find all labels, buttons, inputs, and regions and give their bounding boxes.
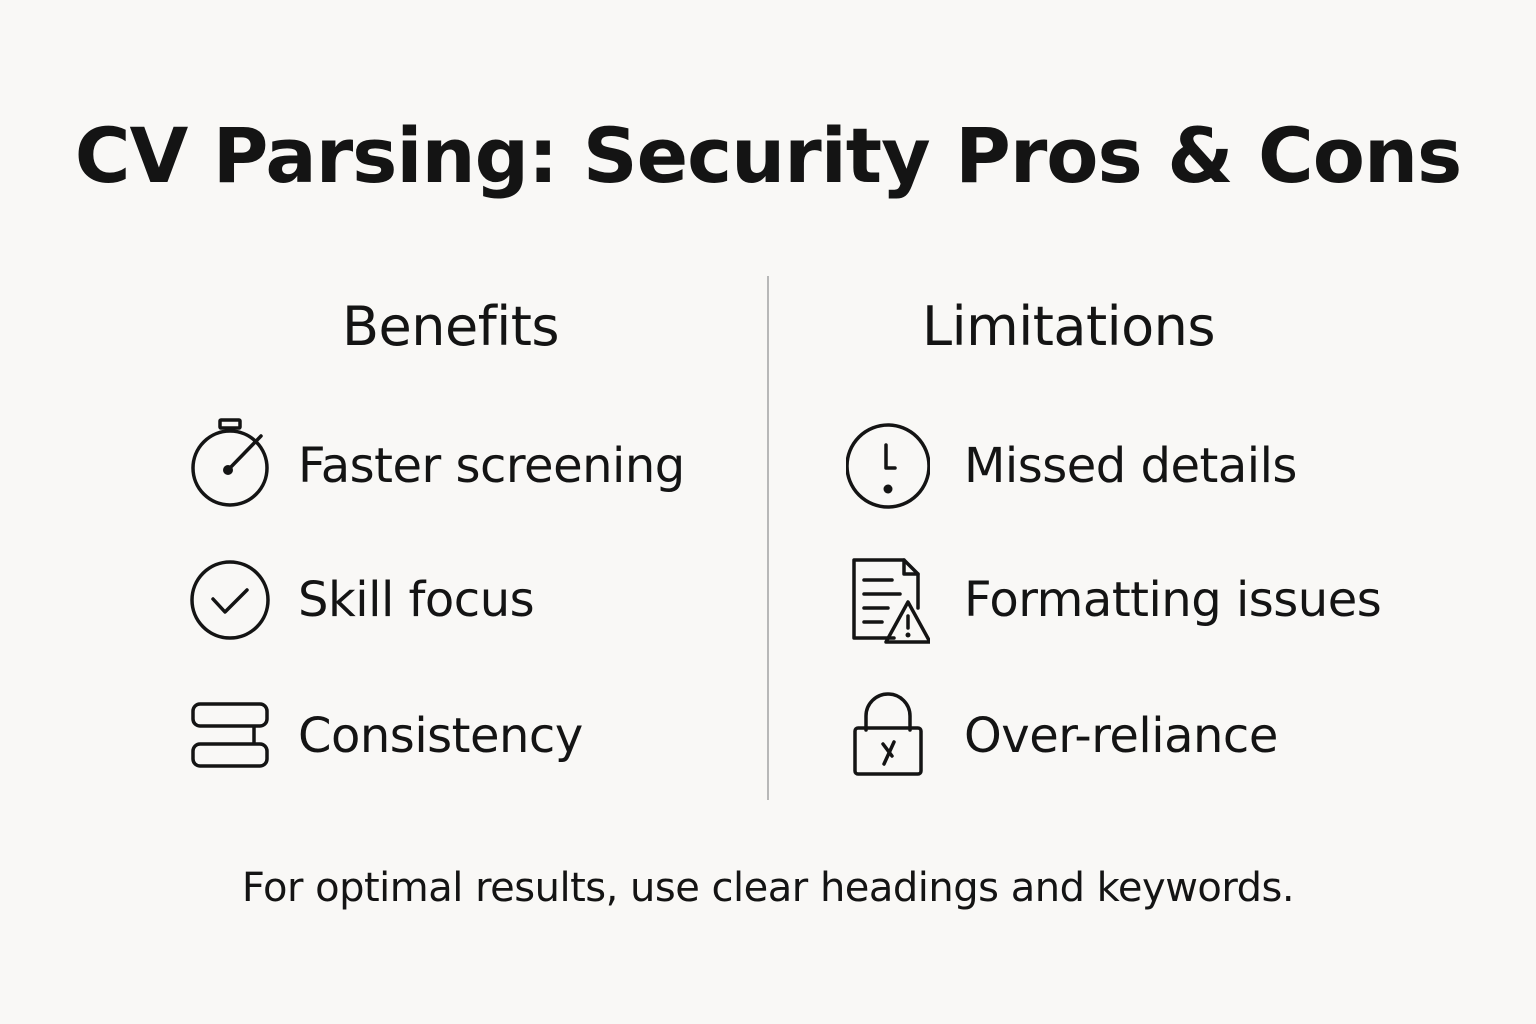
lock-icon bbox=[846, 686, 930, 786]
stopwatch-icon bbox=[188, 416, 272, 516]
check-circle-icon bbox=[188, 550, 272, 650]
document-warning-icon bbox=[846, 550, 930, 650]
benefit-label: Skill focus bbox=[298, 572, 535, 628]
footer-tip: For optimal results, use clear headings … bbox=[241, 865, 1295, 911]
stacked-bars-icon bbox=[188, 686, 272, 786]
page-title: CV Parsing: Security Pros & Cons bbox=[74, 111, 1463, 200]
limitation-item-missed-details: Missed details bbox=[846, 416, 1297, 516]
limitation-label: Missed details bbox=[964, 438, 1297, 494]
alert-circle-icon bbox=[846, 416, 930, 516]
column-divider bbox=[767, 276, 769, 800]
limitation-label: Formatting issues bbox=[964, 572, 1382, 628]
benefit-item-faster-screening: Faster screening bbox=[188, 416, 685, 516]
benefits-heading: Benefits bbox=[342, 295, 560, 358]
limitations-heading: Limitations bbox=[922, 295, 1216, 358]
benefit-item-skill-focus: Skill focus bbox=[188, 550, 535, 650]
limitation-item-formatting-issues: Formatting issues bbox=[846, 550, 1382, 650]
benefit-label: Consistency bbox=[298, 708, 583, 764]
limitation-label: Over-reliance bbox=[964, 708, 1278, 764]
limitation-item-over-reliance: Over-reliance bbox=[846, 686, 1278, 786]
benefit-label: Faster screening bbox=[298, 438, 685, 494]
benefit-item-consistency: Consistency bbox=[188, 686, 583, 786]
